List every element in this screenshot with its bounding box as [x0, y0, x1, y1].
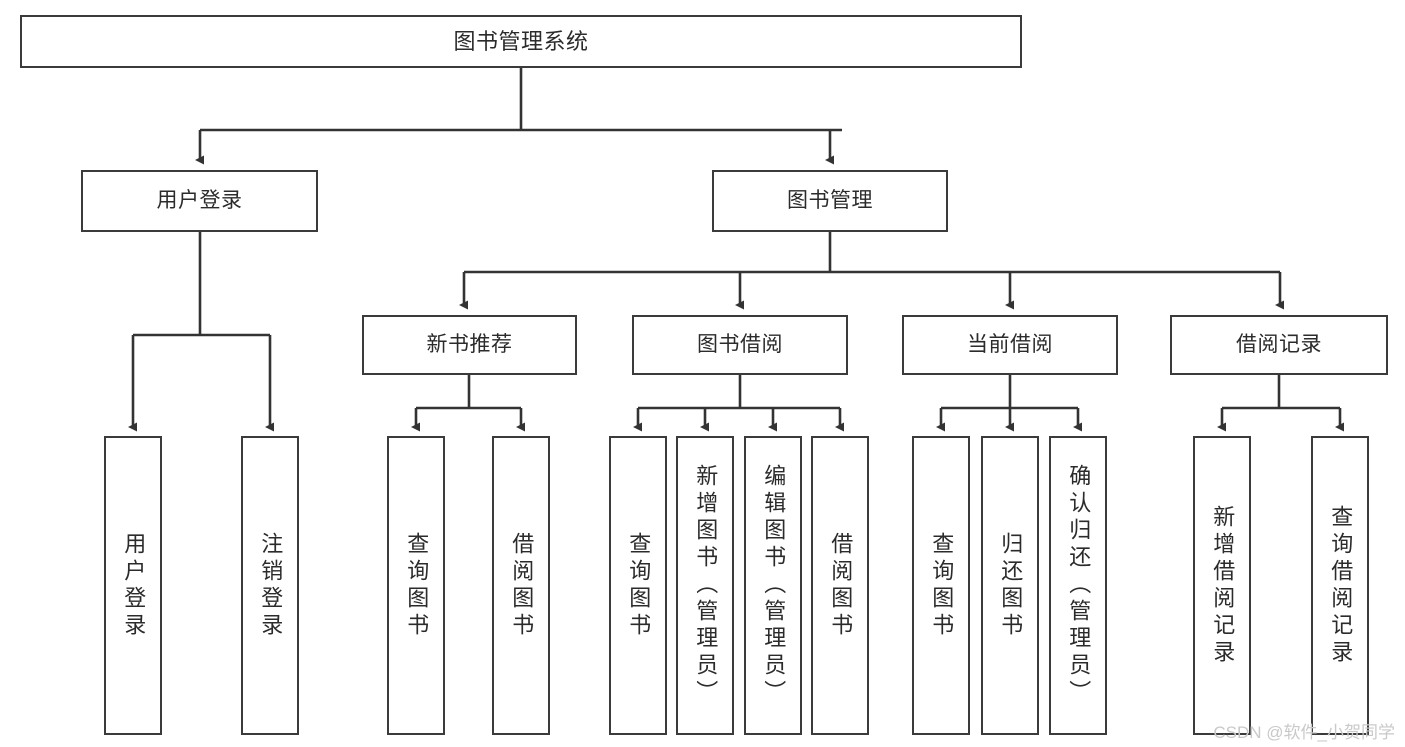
node-label: 图书管理: [787, 188, 873, 212]
leaf-confirm-return-admin[interactable]: 确认归还（管理员）: [1049, 436, 1107, 735]
node-label: 归还图书: [998, 531, 1024, 640]
leaf-user-login[interactable]: 用户登录: [104, 436, 162, 735]
node-label: 图书借阅: [697, 332, 783, 356]
node-label: 图书管理系统: [453, 28, 589, 54]
leaf-edit-book-admin[interactable]: 编辑图书（管理员）: [744, 436, 802, 735]
node-borrow-record[interactable]: 借阅记录: [1170, 315, 1388, 375]
leaf-add-book-admin[interactable]: 新增图书（管理员）: [676, 436, 734, 735]
node-label: 查询图书: [404, 531, 430, 640]
node-label: 确认归还（管理员）: [1066, 464, 1092, 707]
node-book-management[interactable]: 图书管理: [712, 170, 948, 232]
leaf-borrow-book-recommend[interactable]: 借阅图书: [492, 436, 550, 735]
node-current-borrow[interactable]: 当前借阅: [902, 315, 1118, 375]
node-label: 查询借阅记录: [1328, 504, 1354, 667]
node-label: 用户登录: [156, 188, 243, 212]
node-label: 注销登录: [258, 531, 284, 640]
node-label: 新书推荐: [426, 332, 513, 356]
node-label: 编辑图书（管理员）: [761, 464, 787, 707]
leaf-return-book[interactable]: 归还图书: [981, 436, 1039, 735]
leaf-query-book-recommend[interactable]: 查询图书: [387, 436, 445, 735]
node-label: 用户登录: [121, 531, 147, 640]
leaf-user-logout[interactable]: 注销登录: [241, 436, 299, 735]
node-label: 查询图书: [929, 531, 955, 640]
leaf-query-borrow-record[interactable]: 查询借阅记录: [1311, 436, 1369, 735]
node-label: 借阅图书: [828, 531, 854, 640]
leaf-query-book-current[interactable]: 查询图书: [912, 436, 970, 735]
node-label: 新增图书（管理员）: [693, 464, 719, 707]
leaf-add-borrow-record[interactable]: 新增借阅记录: [1193, 436, 1251, 735]
leaf-query-book-borrow[interactable]: 查询图书: [609, 436, 667, 735]
node-label: 借阅图书: [509, 531, 535, 640]
leaf-borrow-book[interactable]: 借阅图书: [811, 436, 869, 735]
node-user-login[interactable]: 用户登录: [81, 170, 318, 232]
node-label: 借阅记录: [1236, 332, 1322, 356]
node-label: 当前借阅: [967, 332, 1053, 356]
node-label: 查询图书: [626, 531, 652, 640]
node-book-borrow[interactable]: 图书借阅: [632, 315, 848, 375]
node-label: 新增借阅记录: [1210, 504, 1236, 667]
node-new-book-recommend[interactable]: 新书推荐: [362, 315, 577, 375]
node-root-system[interactable]: 图书管理系统: [20, 15, 1022, 68]
